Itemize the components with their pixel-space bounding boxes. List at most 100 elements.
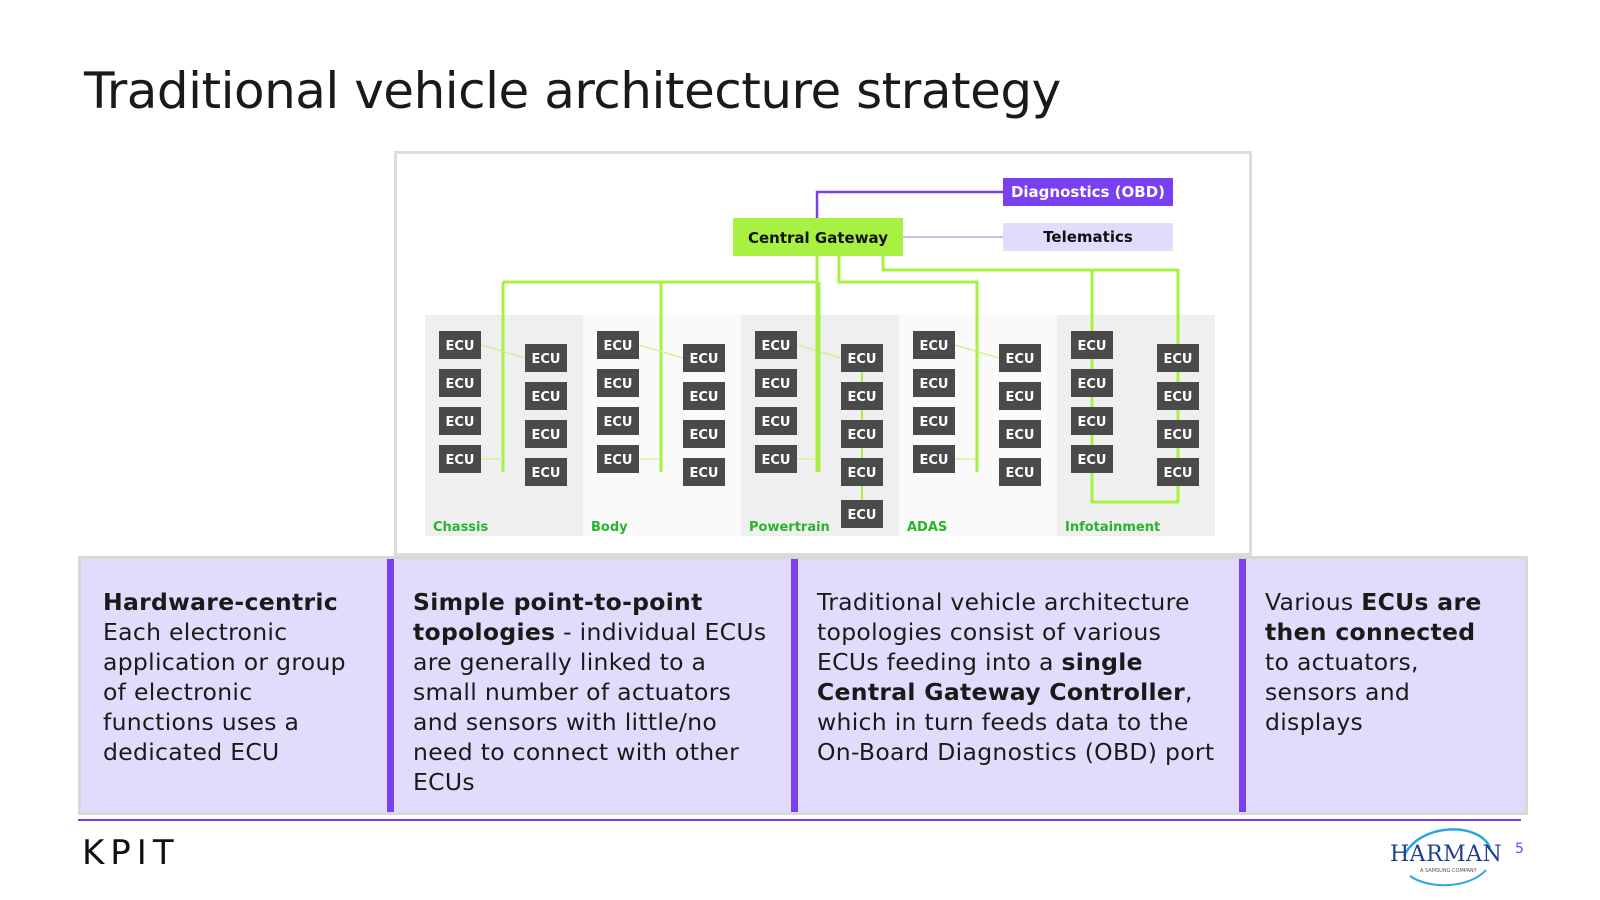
ecu-box: [1157, 382, 1199, 410]
ecu-box: [841, 344, 883, 372]
ecu-box: [683, 344, 725, 372]
ecu-box: [1071, 407, 1113, 435]
ecu-label: ECU: [604, 415, 633, 430]
infotainment-bus-line: [881, 256, 1180, 288]
telematics-box: [1003, 223, 1173, 251]
ecu-label: ECU: [532, 428, 561, 443]
panel-divider: [791, 559, 798, 812]
panel-1-text: Each electronic application or group of …: [103, 618, 346, 766]
ecu-label: ECU: [446, 339, 475, 354]
ecu-box: [1071, 331, 1113, 359]
panel-3-text-pre: Traditional vehicle architecture topolog…: [817, 588, 1190, 676]
description-panels: Hardware-centric Each electronic applica…: [78, 556, 1528, 815]
ecu-link: [638, 344, 684, 359]
harman-subtitle: A SAMSUNG COMPANY: [1420, 868, 1477, 874]
ecu-label: ECU: [1164, 352, 1193, 367]
ecu-label: ECU: [762, 453, 791, 468]
ecu-label: ECU: [762, 339, 791, 354]
ecu-box: [1071, 369, 1113, 397]
ecu-box: [913, 369, 955, 397]
ecu-box: [841, 420, 883, 448]
ecu-link: [480, 344, 526, 359]
ecu-label: ECU: [690, 466, 719, 481]
ecu-label: ECU: [532, 466, 561, 481]
ecu-label: ECU: [446, 415, 475, 430]
architecture-diagram: ECU ECU ECU ECU ECU ECU ECU ECU ECU ECU ECU ECU ECU E…: [394, 151, 1252, 556]
diagnostics-obd-box: [1003, 178, 1173, 206]
ecu-box: [1157, 420, 1199, 448]
kpit-logo: KPIT: [82, 833, 180, 873]
panel-2-heading: Simple point-to-point topologies: [413, 588, 703, 646]
panel-3-text-post: , which in turn feeds data to the On-Boa…: [817, 678, 1215, 766]
ecu-label: ECU: [1006, 428, 1035, 443]
ecu-label: ECU: [920, 415, 949, 430]
ecu-label: ECU: [446, 453, 475, 468]
ecu-box: [913, 445, 955, 473]
ecu-label: ECU: [1078, 377, 1107, 392]
ecu-label: ECU: [1164, 466, 1193, 481]
harman-logo: HARMAN A SAMSUNG COMPANY: [1390, 826, 1502, 888]
domain-label-infotainment: Infotainment: [1065, 520, 1160, 535]
ecu-box: [439, 445, 481, 473]
ecu-box: [597, 445, 639, 473]
panel-3-bold: single Central Gateway Controller: [817, 648, 1186, 706]
ecu-label: ECU: [1006, 352, 1035, 367]
ecu-box: [1157, 344, 1199, 372]
ecu-box: [913, 331, 955, 359]
ecu-label: ECU: [1078, 415, 1107, 430]
ecu-box: [755, 369, 797, 397]
panel-divider: [1239, 559, 1246, 812]
ecu-box: [913, 407, 955, 435]
ecu-box: [597, 331, 639, 359]
ecu-box: [755, 445, 797, 473]
ecu-label: ECU: [690, 390, 719, 405]
harman-swoosh-icon: [1402, 828, 1492, 887]
ecu-label: ECU: [604, 377, 633, 392]
panel-4-text-pre: Various: [1265, 588, 1362, 616]
ecu-box: [1157, 458, 1199, 486]
panel-4-bold: ECUs are then connected: [1265, 588, 1482, 646]
ecu-box: [1071, 445, 1113, 473]
central-gateway-label: Central Gateway: [748, 229, 888, 247]
ecu-box: [683, 458, 725, 486]
ecu-box: [597, 407, 639, 435]
ecu-label: ECU: [1006, 390, 1035, 405]
ecu-box: [525, 382, 567, 410]
diagnostics-obd-label: Diagnostics (OBD): [1011, 183, 1165, 201]
domain-label-adas: ADAS: [907, 520, 947, 535]
footer-divider: [78, 819, 1521, 821]
ecu-box: [999, 458, 1041, 486]
panel-1-heading: Hardware-centric: [103, 588, 338, 616]
ecu-label: ECU: [604, 453, 633, 468]
ecu-box: [841, 458, 883, 486]
panel-ecus-connected: Various ECUs are then connected to actua…: [1239, 559, 1525, 812]
ecu-box: [755, 407, 797, 435]
ecu-label: ECU: [446, 377, 475, 392]
ecu-box: [999, 344, 1041, 372]
panel-central-gateway: Traditional vehicle architecture topolog…: [791, 559, 1243, 812]
panel-hardware-centric: Hardware-centric Each electronic applica…: [81, 559, 391, 812]
panel-divider: [387, 559, 394, 812]
ecu-label: ECU: [848, 508, 877, 523]
panel-point-to-point: Simple point-to-point topologies - indiv…: [387, 559, 795, 812]
ecu-label: ECU: [690, 428, 719, 443]
telematics-label: Telematics: [1043, 228, 1133, 246]
ecu-label: ECU: [920, 339, 949, 354]
ecu-box: [755, 331, 797, 359]
ecu-box: [525, 344, 567, 372]
ecu-label: ECU: [762, 377, 791, 392]
ecu-box: [439, 407, 481, 435]
ecu-label: ECU: [690, 352, 719, 367]
panel-4-text-post: to actuators, sensors and displays: [1265, 648, 1419, 736]
ecu-box: [525, 458, 567, 486]
ecu-box: [439, 369, 481, 397]
ecu-label: ECU: [1164, 390, 1193, 405]
diagram-canvas: ECU ECU ECU ECU ECU ECU ECU ECU ECU ECU ECU ECU ECU E…: [425, 178, 1215, 536]
ecu-box: [841, 382, 883, 410]
ecu-box: [999, 382, 1041, 410]
domain-label-powertrain: Powertrain: [749, 520, 830, 535]
ecu-box: [999, 420, 1041, 448]
slide-title: Traditional vehicle architecture strateg…: [84, 62, 1061, 120]
ecu-label: ECU: [1164, 428, 1193, 443]
ecu-box: [683, 382, 725, 410]
